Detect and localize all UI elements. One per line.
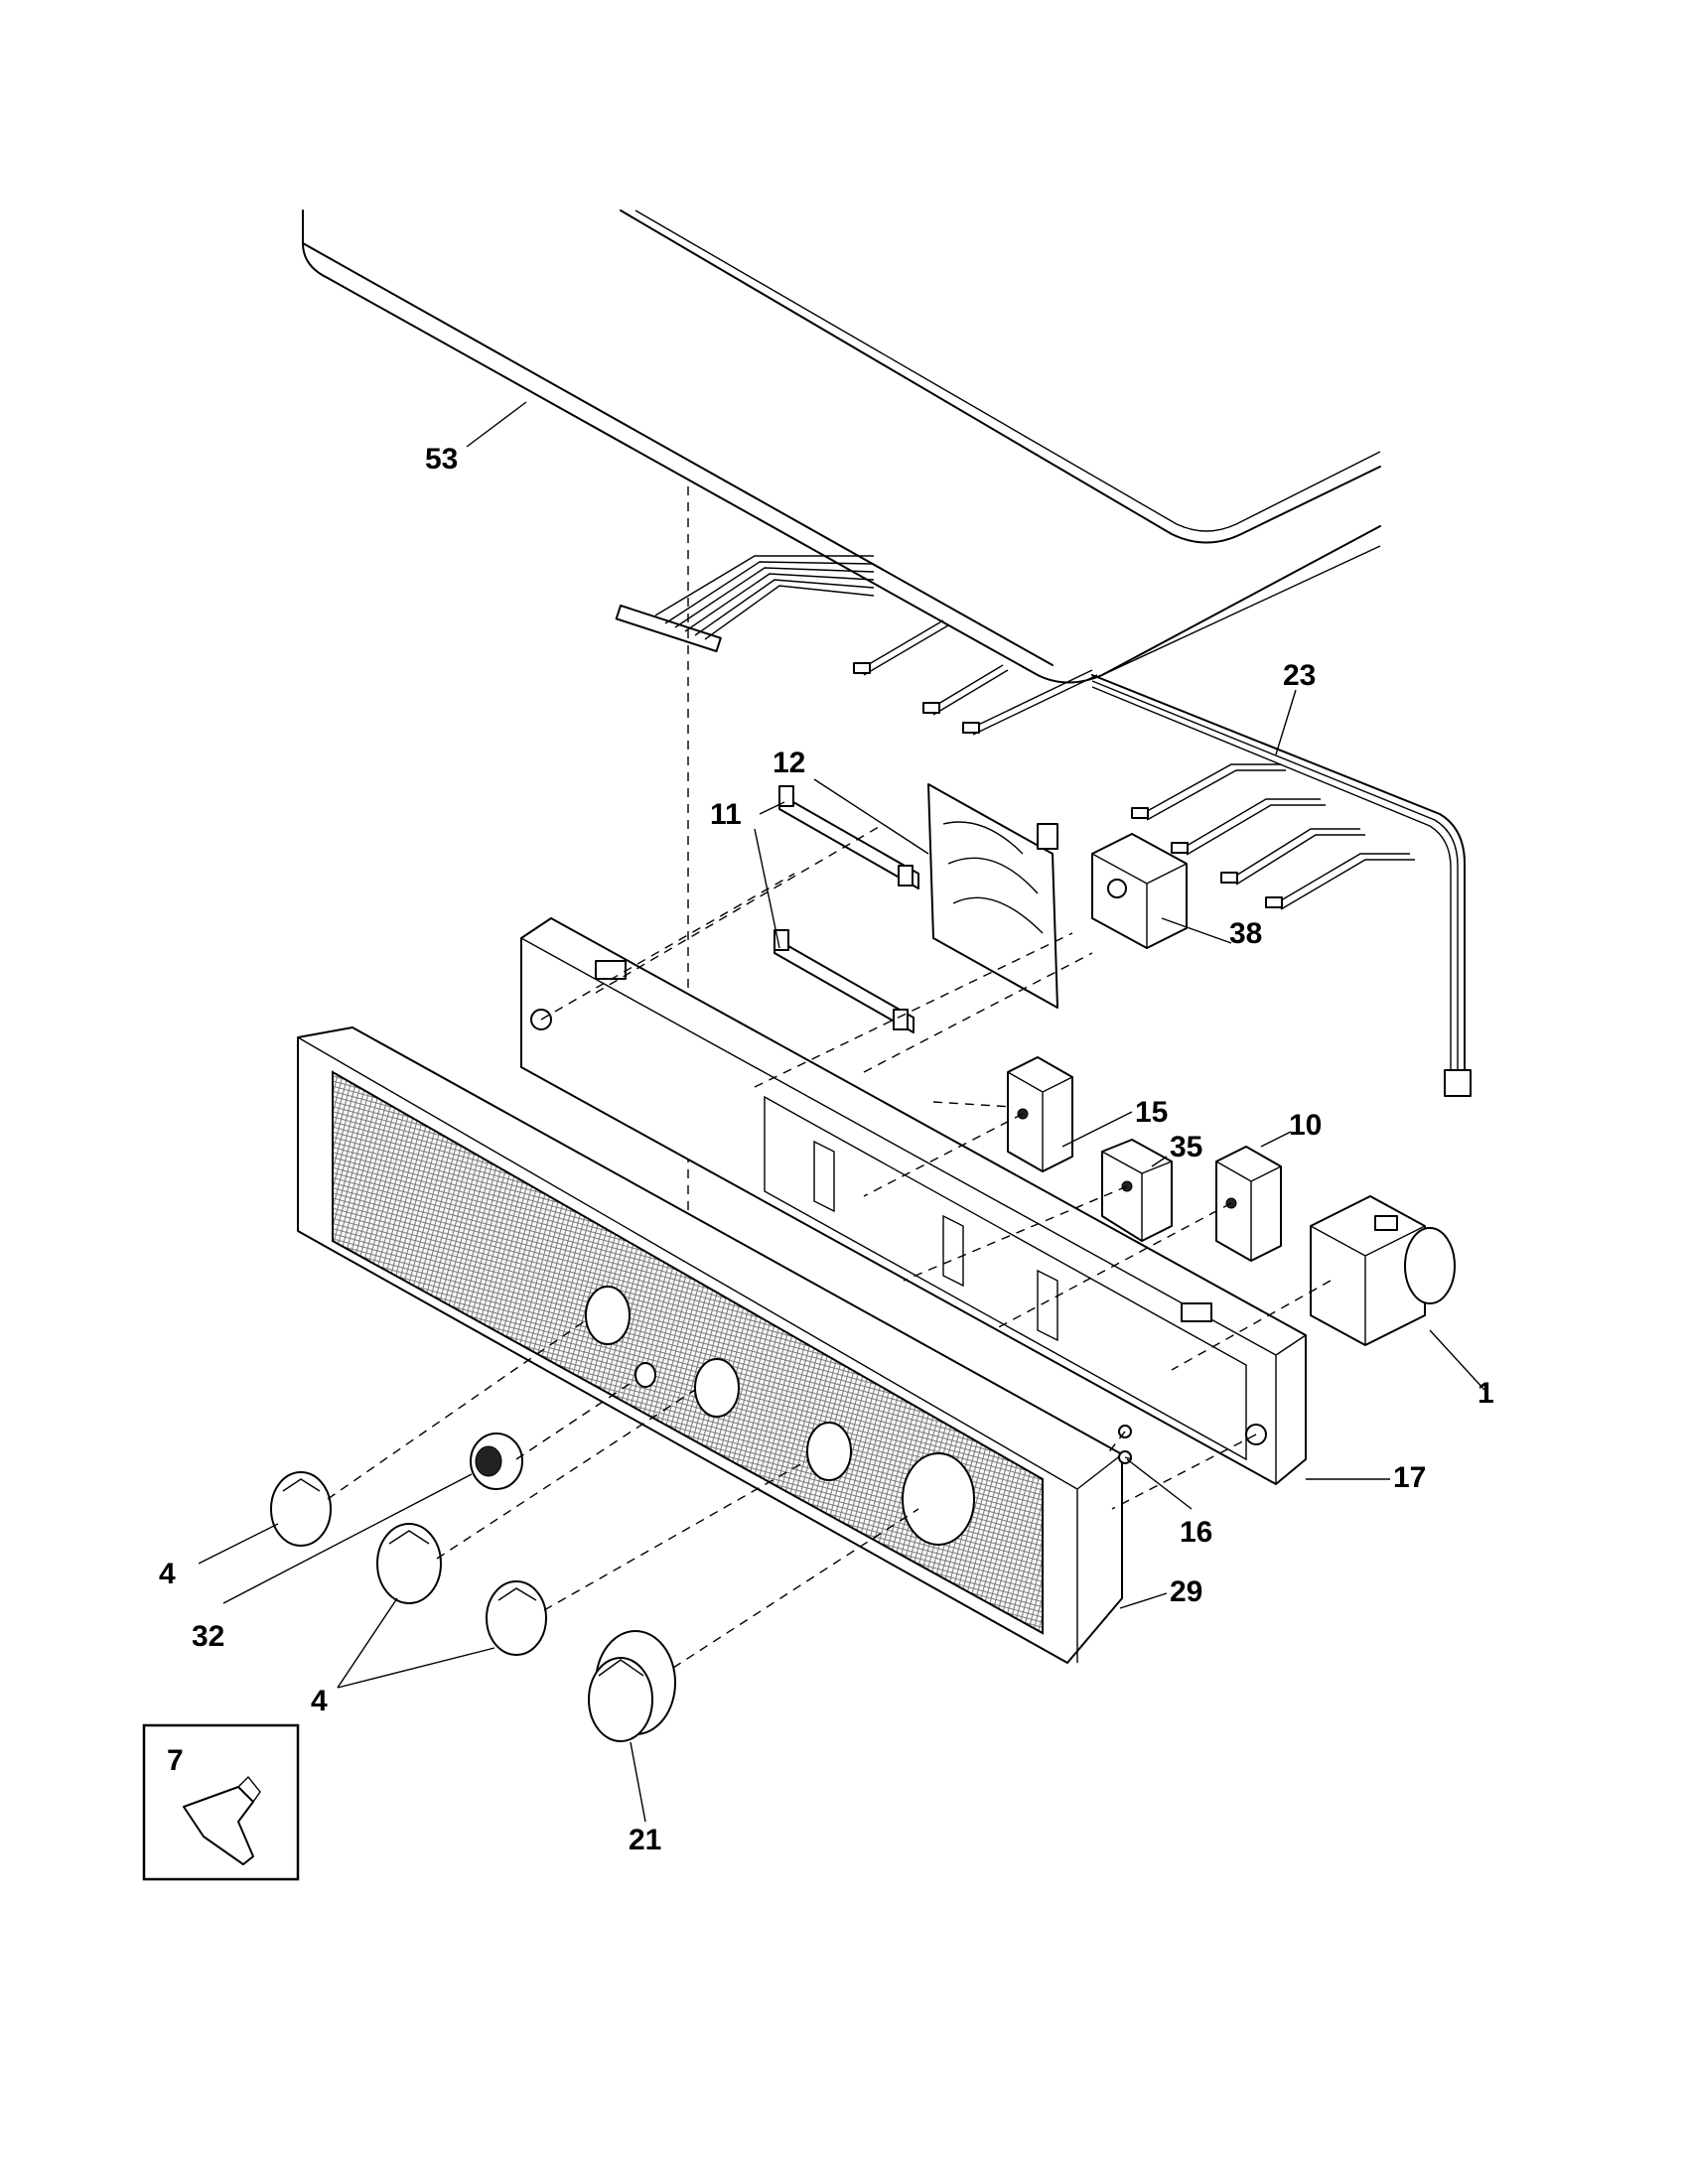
- assembly-lines: [327, 823, 1332, 1669]
- callout-12: 12: [773, 747, 805, 779]
- callout-labels: 53 23 12 11 38 15 35 10 1 17 16 29 4 32 …: [159, 443, 1494, 1856]
- knob-part-21: [588, 1630, 676, 1742]
- timer-part-1: [1310, 1195, 1456, 1346]
- bracket-part-11-lower: [774, 929, 914, 1033]
- switch-part-10: [1215, 1146, 1282, 1262]
- wire-harness-connector: [615, 555, 875, 653]
- callout-23: 23: [1283, 659, 1316, 692]
- callout-17: 17: [1393, 1461, 1426, 1494]
- wire-harness-part-23: [1091, 674, 1472, 1097]
- callout-38: 38: [1229, 917, 1262, 950]
- control-panel-part-17: [520, 917, 1307, 1485]
- callout-7: 7: [167, 1744, 184, 1777]
- leader-lines: [198, 401, 1485, 1823]
- callout-4-left: 4: [159, 1558, 176, 1590]
- callout-11: 11: [710, 798, 742, 831]
- callout-29: 29: [1170, 1575, 1202, 1608]
- callout-15: 15: [1135, 1096, 1168, 1129]
- callout-32: 32: [192, 1620, 224, 1653]
- knob-part-4-b: [376, 1523, 442, 1604]
- circuit-board-part-12: [927, 783, 1058, 1009]
- console-top-part-53: [302, 209, 1381, 684]
- switch-part-15: [1007, 1056, 1073, 1172]
- callout-35: 35: [1170, 1131, 1202, 1163]
- wire-terminals: [853, 619, 1098, 736]
- callout-21: 21: [629, 1824, 661, 1856]
- knob-part-4-a: [270, 1471, 332, 1547]
- inset-box-part-7: [142, 1723, 300, 1881]
- callout-10: 10: [1289, 1109, 1322, 1142]
- knob-part-4-c: [486, 1580, 547, 1656]
- callout-16: 16: [1180, 1516, 1212, 1549]
- callout-4-bottom: 4: [311, 1685, 328, 1717]
- indicator-light-part-32: [470, 1433, 523, 1490]
- callout-1: 1: [1477, 1377, 1494, 1410]
- switch-part-38: [1091, 833, 1188, 949]
- callout-53: 53: [425, 443, 458, 476]
- switch-part-35: [1101, 1139, 1173, 1242]
- console-front-part-29: [297, 1026, 1123, 1664]
